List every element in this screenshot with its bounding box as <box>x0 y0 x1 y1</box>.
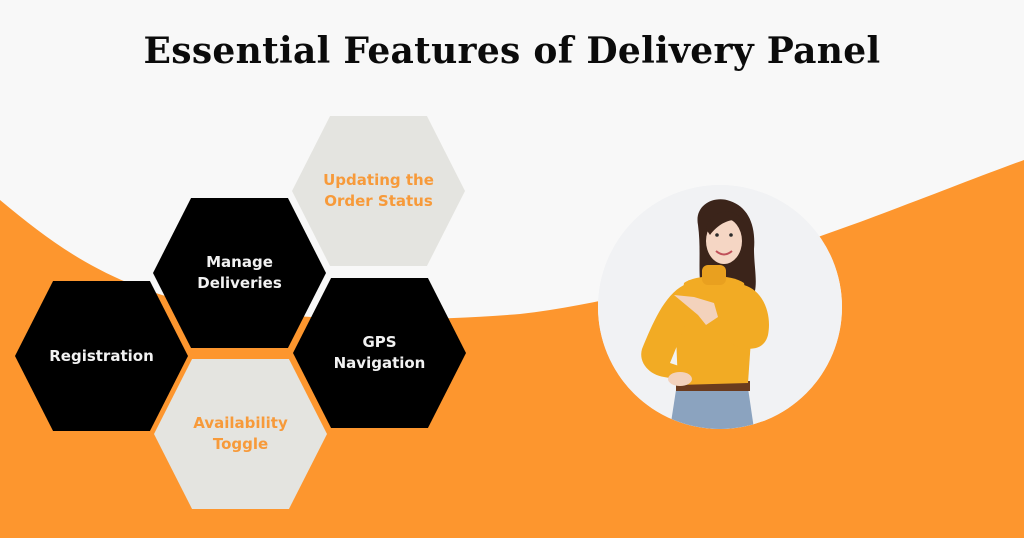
feature-label: GPS Navigation <box>333 333 426 372</box>
feature-hex-updating-order-status[interactable]: Updating the Order Status <box>292 116 465 266</box>
feature-hex-availability-toggle[interactable]: Availability Toggle <box>154 359 327 509</box>
page-title: Essential Features of Delivery Panel <box>143 30 881 72</box>
feature-label: Updating the Order Status <box>323 171 434 210</box>
feature-label: Availability Toggle <box>193 414 288 453</box>
feature-label: Registration <box>49 346 154 365</box>
feature-hex-manage-deliveries[interactable]: Manage Deliveries <box>153 198 326 348</box>
person-illustration-icon <box>598 185 842 429</box>
feature-hex-registration[interactable]: Registration <box>15 281 188 431</box>
feature-hex-gps-navigation[interactable]: GPS Navigation <box>293 278 466 428</box>
feature-label: Manage Deliveries <box>197 253 282 292</box>
woman-pointing-photo <box>598 185 842 429</box>
